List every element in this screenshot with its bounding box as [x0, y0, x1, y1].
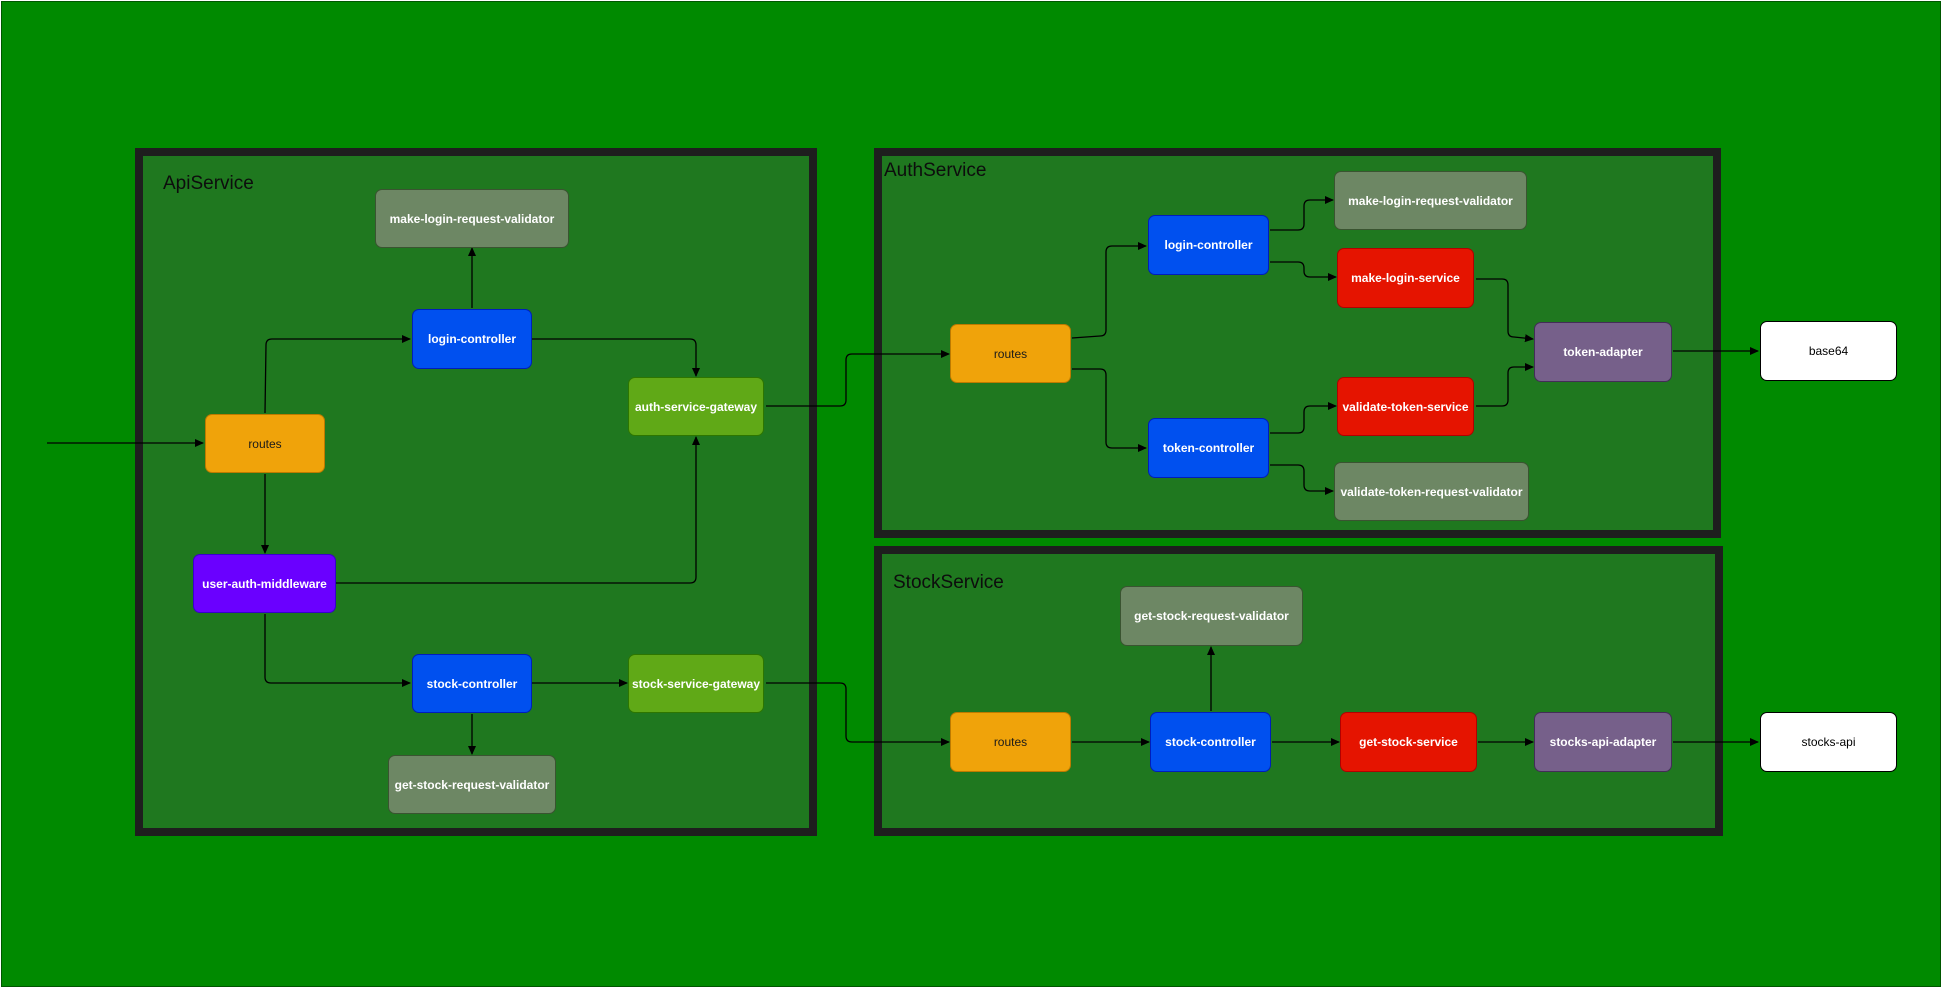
edge-token-controller-to-validate-token-validator: [1270, 464, 1334, 495]
auth-validate-token-request-validator[interactable]: validate-token-request-validator: [1334, 462, 1529, 521]
auth-make-login-request-validator[interactable]: make-login-request-validator: [1334, 171, 1527, 230]
api-stock-service-gateway[interactable]: stock-service-gateway: [628, 654, 764, 713]
api-service-title: ApiService: [163, 173, 254, 194]
api-make-login-request-validator[interactable]: make-login-request-validator: [375, 189, 569, 248]
auth-token-controller[interactable]: token-controller: [1148, 418, 1269, 478]
edge-api-routes-to-login-controller: [264, 335, 411, 414]
api-service-container: [135, 148, 817, 836]
api-login-controller[interactable]: login-controller: [412, 309, 532, 369]
api-stock-controller[interactable]: stock-controller: [412, 654, 532, 713]
stock-get-stock-service[interactable]: get-stock-service: [1340, 712, 1477, 772]
edge-stock-gateway-to-stock-routes: [766, 682, 950, 746]
edge-middleware-to-stock-controller: [264, 614, 411, 687]
stock-routes[interactable]: routes: [950, 712, 1071, 772]
edge-login-controller-to-make-login-service: [1270, 261, 1337, 281]
stock-stock-controller[interactable]: stock-controller: [1150, 712, 1271, 772]
stock-get-stock-request-validator[interactable]: get-stock-request-validator: [1120, 586, 1303, 646]
auth-validate-token-service[interactable]: validate-token-service: [1337, 377, 1474, 436]
edge-token-controller-to-validate-token-service: [1270, 402, 1337, 434]
api-user-auth-middleware[interactable]: user-auth-middleware: [193, 554, 336, 613]
edge-middleware-to-auth-gateway: [336, 436, 700, 584]
edge-validate-token-service-to-token-adapter: [1476, 363, 1534, 407]
auth-service-title: AuthService: [884, 160, 987, 181]
auth-login-controller[interactable]: login-controller: [1148, 215, 1269, 275]
api-auth-service-gateway[interactable]: auth-service-gateway: [628, 377, 764, 436]
auth-make-login-service[interactable]: make-login-service: [1337, 248, 1474, 308]
edge-api-login-controller-to-auth-gateway: [532, 338, 700, 377]
api-routes[interactable]: routes: [205, 414, 325, 473]
stock-stocks-api-adapter[interactable]: stocks-api-adapter: [1534, 712, 1672, 772]
auth-token-adapter[interactable]: token-adapter: [1534, 322, 1672, 382]
auth-routes[interactable]: routes: [950, 324, 1071, 383]
stock-service-title: StockService: [893, 572, 1004, 593]
edge-login-controller-to-make-login-validator: [1270, 196, 1334, 231]
api-get-stock-request-validator[interactable]: get-stock-request-validator: [388, 755, 556, 814]
base64-node[interactable]: base64: [1760, 321, 1897, 381]
edge-auth-routes-to-login-controller: [1071, 242, 1147, 339]
stocks-api-node[interactable]: stocks-api: [1760, 712, 1897, 772]
edge-auth-routes-to-token-controller: [1072, 368, 1147, 452]
edge-auth-gateway-to-auth-routes: [766, 350, 950, 407]
edge-make-login-service-to-token-adapter: [1476, 278, 1534, 343]
